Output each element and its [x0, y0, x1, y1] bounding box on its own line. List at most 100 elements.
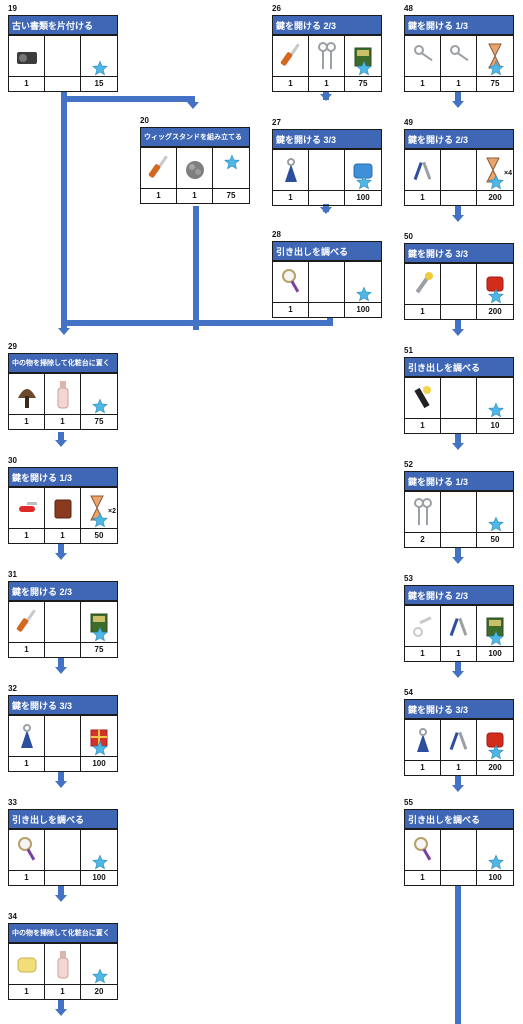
- item-count-1: 1: [405, 646, 440, 661]
- reward-count: 100: [81, 756, 117, 771]
- quest-grid: 1 1 75: [272, 35, 382, 92]
- item-count-2: [45, 76, 80, 91]
- item-slot-1: 1: [273, 150, 309, 205]
- star-icon: [92, 854, 108, 870]
- item-slot-1: 1: [405, 606, 441, 661]
- item-slot-1: 1: [9, 830, 45, 885]
- brush-icon: [15, 378, 39, 410]
- quest-number: 28: [272, 230, 281, 239]
- keys-icon: [315, 40, 339, 72]
- arrow-into-20: [187, 102, 199, 109]
- quest-grid: 2 50: [404, 491, 514, 548]
- scissors-icon: [411, 610, 435, 642]
- quest-grid: 1 75: [8, 601, 118, 658]
- item-count-2: 1: [45, 414, 80, 429]
- arrow-into-32: [55, 667, 67, 674]
- reward-count: 10: [477, 418, 513, 433]
- item-count-1: 2: [405, 532, 440, 547]
- item-slot-2: 1: [45, 488, 81, 543]
- quest-title: 鍵を開ける 1/3: [404, 471, 514, 491]
- item-count-2: 1: [177, 188, 212, 203]
- wrench-icon: [411, 268, 435, 300]
- pipe-31-32: [58, 658, 64, 670]
- reward-multiplier: ×4: [504, 170, 512, 177]
- item-slot-2: [45, 716, 81, 771]
- quest-number: 31: [8, 570, 17, 579]
- pipe-32-33: [58, 772, 64, 784]
- quest-title: 鍵を開ける 2/3: [404, 585, 514, 605]
- quest-number: 26: [272, 4, 281, 13]
- star-icon: [356, 174, 372, 190]
- quest-grid: 1 10: [404, 377, 514, 434]
- item-count-1: 1: [9, 984, 44, 999]
- reward-slot: 75: [213, 148, 249, 203]
- star-icon: [488, 854, 504, 870]
- arrow-into-34: [55, 895, 67, 902]
- quest-grid: 1 1 75: [140, 147, 250, 204]
- keys-icon: [411, 496, 435, 528]
- reward-slot: 100: [345, 150, 381, 205]
- quest-grid: 1 1 200: [404, 719, 514, 776]
- quest-title: 引き出しを調べる: [272, 241, 382, 261]
- arrow-into-52: [452, 443, 464, 450]
- quest-title: 鍵を開ける 3/3: [404, 243, 514, 263]
- quest-number: 27: [272, 118, 281, 127]
- reward-count: 75: [477, 76, 513, 91]
- quest-grid: 1 100: [8, 715, 118, 772]
- quest-number: 55: [404, 798, 413, 807]
- item-slot-2: [45, 36, 81, 91]
- reward-slot: 100: [477, 830, 513, 885]
- picks-icon: [15, 720, 39, 752]
- item-count-2: [441, 532, 476, 547]
- pipe-28-down: [327, 317, 333, 326]
- item-slot-1: 1: [9, 716, 45, 771]
- item-slot-2: [309, 150, 345, 205]
- item-slot-2: [45, 830, 81, 885]
- pipe-30-31: [58, 544, 64, 556]
- screwdriver-icon: [147, 152, 171, 184]
- item-slot-1: 1: [141, 148, 177, 203]
- item-slot-1: 1: [9, 944, 45, 999]
- reward-count: 75: [213, 188, 249, 203]
- item-count-1: 1: [405, 304, 440, 319]
- reward-slot: 50: [477, 492, 513, 547]
- item-count-2: 1: [441, 646, 476, 661]
- camera-icon: [15, 40, 39, 72]
- reward-count: 100: [477, 646, 513, 661]
- arrow-into-33: [55, 781, 67, 788]
- pipe-51-52: [455, 434, 461, 446]
- quest-grid: 1 15: [8, 35, 118, 92]
- pipe-33-34: [58, 886, 64, 898]
- item-slot-1: 1: [405, 378, 441, 433]
- item-count-1: 1: [405, 870, 440, 885]
- pipe-26-27: [323, 92, 329, 100]
- pipe-48-49: [455, 92, 461, 104]
- reward-count: 200: [477, 190, 513, 205]
- pipe-53-54: [455, 662, 461, 674]
- item-slot-2: 1: [177, 148, 213, 203]
- item-slot-1: 2: [405, 492, 441, 547]
- item-slot-1: 1: [405, 830, 441, 885]
- quest-number: 20: [140, 116, 149, 125]
- quest-number: 19: [8, 4, 17, 13]
- item-slot-1: 1: [273, 262, 309, 317]
- quest-grid: 1 ×4 200: [404, 149, 514, 206]
- reward-slot: 100: [81, 716, 117, 771]
- magnifier-icon: [279, 266, 303, 298]
- arrow-into-31: [55, 553, 67, 560]
- reward-slot: 200: [477, 264, 513, 319]
- quest-title: ウィッグスタンドを組み立てる: [140, 127, 250, 147]
- pipe-19-down: [61, 92, 67, 328]
- item-count-1: 1: [9, 528, 44, 543]
- item-count-1: 1: [405, 76, 440, 91]
- picks-icon: [279, 154, 303, 186]
- reward-count: 50: [477, 532, 513, 547]
- item-count-2: [309, 302, 344, 317]
- item-slot-1: 1: [9, 374, 45, 429]
- arrow-out-34: [55, 1009, 67, 1016]
- quest-number: 33: [8, 798, 17, 807]
- item-count-1: 1: [9, 642, 44, 657]
- arrow-into-49: [452, 101, 464, 108]
- item-slot-2: [441, 150, 477, 205]
- pliers-icon: [411, 154, 435, 186]
